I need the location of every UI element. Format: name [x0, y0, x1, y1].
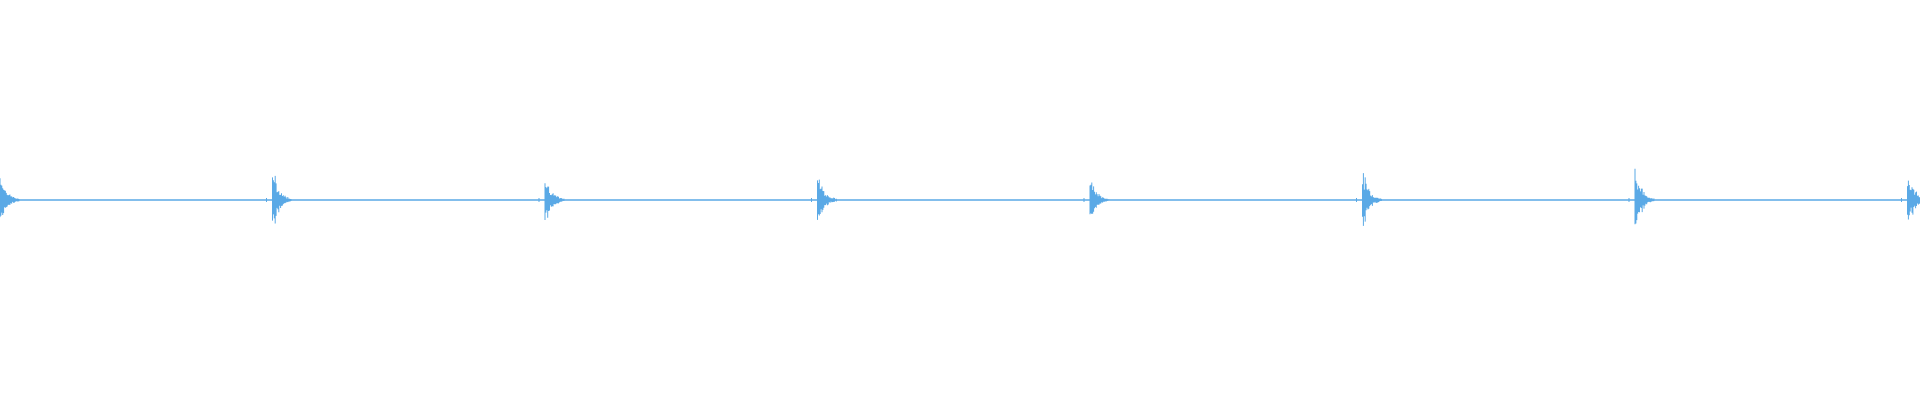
waveform-trace	[0, 168, 1920, 226]
waveform-transient	[266, 175, 292, 224]
waveform-transient	[811, 179, 837, 220]
waveform-transient	[1083, 182, 1110, 215]
waveform-transient	[1901, 180, 1920, 220]
waveform-transient	[538, 183, 565, 220]
waveform-transient	[1628, 168, 1655, 225]
waveform-transient	[0, 178, 20, 218]
waveform-transient	[1356, 173, 1382, 226]
